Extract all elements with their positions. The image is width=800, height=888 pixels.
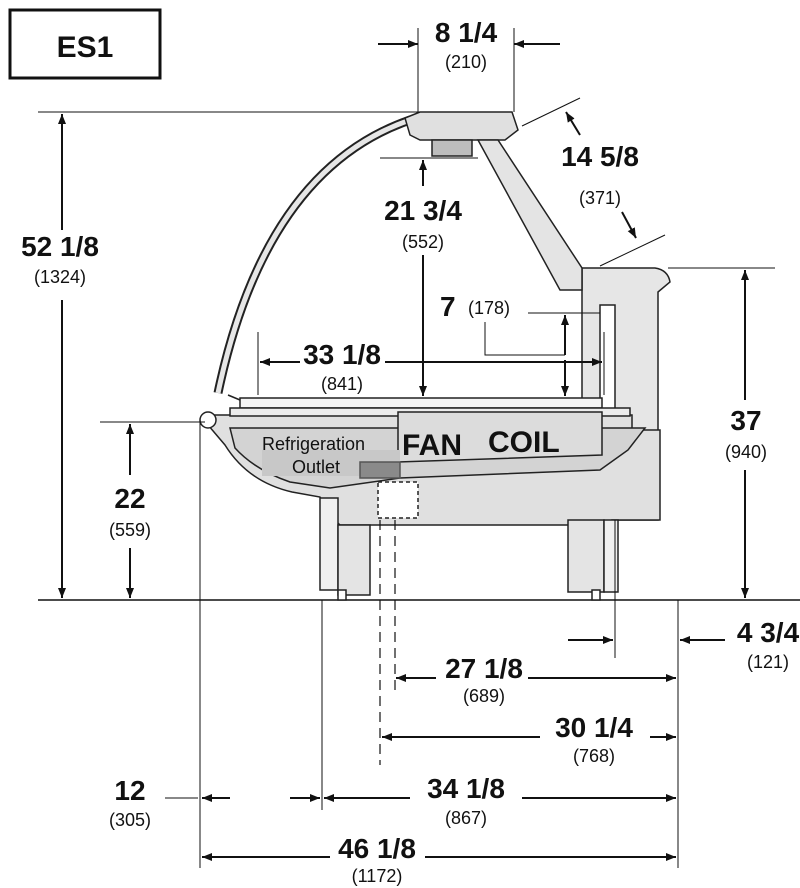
dim-opening: 21 3/4 (552)	[384, 195, 462, 252]
svg-text:(768): (768)	[573, 746, 615, 766]
svg-text:(305): (305)	[109, 810, 151, 830]
fan-label: FAN	[402, 429, 462, 462]
dim-overall-height: 52 1/8 (1324)	[21, 231, 99, 287]
deck-shelf	[239, 397, 603, 409]
coil-label: COIL	[488, 426, 560, 459]
svg-text:21 3/4: 21 3/4	[384, 195, 462, 226]
svg-text:(121): (121)	[747, 652, 789, 672]
svg-text:30 1/4: 30 1/4	[555, 712, 633, 743]
svg-text:52 1/8: 52 1/8	[21, 231, 99, 262]
model-tag-text: ES1	[57, 31, 114, 64]
svg-text:(867): (867)	[445, 808, 487, 828]
dim-rear-offset: 4 3/4 (121)	[737, 617, 800, 672]
svg-text:(371): (371)	[579, 188, 621, 208]
svg-text:7: 7	[440, 291, 456, 322]
svg-text:(1324): (1324)	[34, 267, 86, 287]
svg-text:(1172): (1172)	[352, 866, 403, 886]
rear-glass	[476, 139, 583, 291]
svg-text:(210): (210)	[445, 52, 487, 72]
dim-front-overhang: 12 (305)	[109, 775, 151, 830]
svg-text:12: 12	[114, 775, 145, 806]
dim-rear-height: 37 (940)	[725, 405, 767, 462]
svg-text:4 3/4: 4 3/4	[737, 617, 800, 648]
dim-front-height: 22 (559)	[109, 483, 151, 540]
svg-text:22: 22	[114, 483, 145, 514]
model-tag: ES1	[8, 8, 162, 80]
dim-deck-depth: 33 1/8 (841)	[303, 339, 381, 394]
fan-coil-housing	[397, 411, 603, 463]
svg-text:27 1/8: 27 1/8	[445, 653, 523, 684]
svg-text:(559): (559)	[109, 520, 151, 540]
dim-glass: 14 5/8 (371)	[561, 141, 639, 208]
dim-leg-to-back: 34 1/8 (867)	[427, 773, 505, 828]
outlet-label: Outlet	[292, 457, 340, 477]
dim-overall-depth: 46 1/8 (1172)	[338, 833, 416, 886]
svg-text:(552): (552)	[402, 232, 444, 252]
dim-drain-to-back: 30 1/4 (768)	[555, 712, 633, 766]
svg-text:46 1/8: 46 1/8	[338, 833, 416, 864]
svg-text:8 1/4: 8 1/4	[435, 17, 498, 48]
dim-shelf-gap: 7 (178)	[440, 291, 510, 322]
case-outline	[38, 111, 800, 601]
svg-text:(841): (841)	[321, 374, 363, 394]
top-canopy	[404, 111, 519, 141]
svg-text:37: 37	[730, 405, 761, 436]
svg-text:(689): (689)	[463, 686, 505, 706]
svg-text:33 1/8: 33 1/8	[303, 339, 381, 370]
dim-top-width: 8 1/4 (210)	[435, 17, 498, 72]
svg-text:34 1/8: 34 1/8	[427, 773, 505, 804]
refrigeration-label: Refrigeration	[262, 434, 365, 454]
svg-text:14 5/8: 14 5/8	[561, 141, 639, 172]
dim-outlet-to-back: 27 1/8 (689)	[445, 653, 523, 706]
svg-text:(940): (940)	[725, 442, 767, 462]
svg-text:(178): (178)	[468, 298, 510, 318]
front-bumper	[199, 411, 217, 429]
